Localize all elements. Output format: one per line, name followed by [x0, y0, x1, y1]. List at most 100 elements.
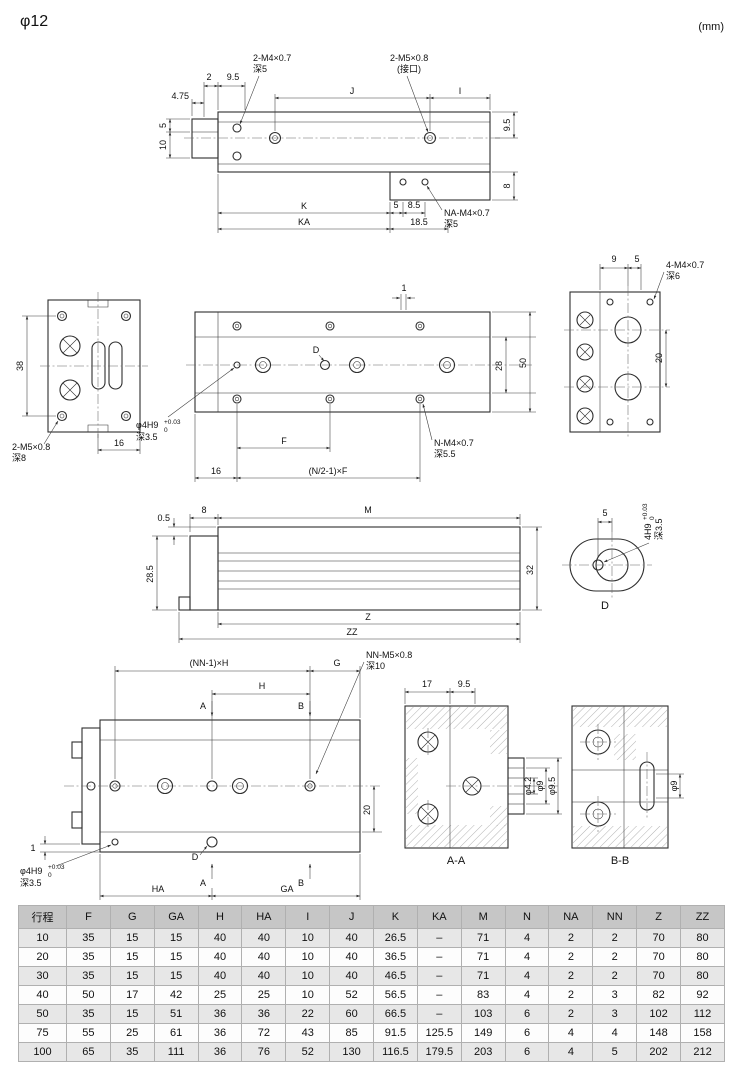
plan-outline — [194, 311, 491, 413]
table-cell: 125.5 — [416, 1023, 462, 1043]
left-side-view: 38 2-M5×0.8 深8 16 — [12, 292, 148, 463]
callout-pin-hole: φ4H9 — [20, 866, 42, 876]
section-aa-title: A-A — [447, 855, 466, 867]
pin-tol-lower: 0 — [48, 872, 52, 879]
bore-size-title: φ12 — [20, 13, 48, 30]
dim-m: M — [364, 505, 372, 515]
table-cell: 82 — [636, 985, 682, 1005]
table-cell: 15 — [153, 947, 199, 967]
table-cell: 15 — [153, 928, 199, 948]
table-cell: 35 — [109, 1042, 155, 1062]
dim-5-offset: 5 — [602, 508, 607, 518]
table-cell: 20 — [18, 947, 67, 967]
callout-4-m4: 4-M4×0.7 — [666, 260, 704, 270]
table-cell: 36 — [197, 1023, 243, 1043]
dim-9: 9 — [611, 254, 616, 264]
table-cell: 100 — [18, 1042, 67, 1062]
table-cell: 92 — [680, 985, 725, 1005]
table-cell: 40 — [241, 947, 287, 967]
dim-18-5: 18.5 — [410, 217, 428, 227]
table-cell: 179.5 — [416, 1042, 462, 1062]
dim-ga: GA — [280, 884, 293, 894]
right-side-view: 9 5 4-M4×0.7 深6 20 — [564, 254, 704, 438]
dim-8-right: 8 — [502, 183, 512, 188]
port-block-outline — [389, 171, 491, 201]
table-cell: 85 — [329, 1023, 375, 1043]
table-cell: 40 — [197, 928, 243, 948]
side-view: 0.5 8 M 28.5 32 Z ZZ — [145, 505, 542, 643]
dim-phi-9: φ9 — [535, 781, 545, 792]
callout-2-m4-depth: 深5 — [253, 64, 267, 74]
table-cell: 40 — [18, 985, 67, 1005]
table-cell: 40 — [197, 966, 243, 986]
dim-2: 2 — [206, 72, 211, 82]
table-cell: 75 — [18, 1023, 67, 1043]
table-header-cell: N — [504, 905, 550, 929]
dim-j: J — [350, 86, 355, 96]
table-cell: 71 — [460, 928, 506, 948]
table-header-cell: NA — [548, 905, 594, 929]
table-cell: 61 — [153, 1023, 199, 1043]
dim-phi-4-2: φ4.2 — [523, 777, 533, 795]
callout-nn-m5: NN-M5×0.8 — [366, 650, 412, 660]
table-header-cell: G — [109, 905, 155, 929]
table-cell: 102 — [636, 1004, 682, 1024]
dim-phi-9: φ9 — [669, 781, 679, 792]
table-cell: 30 — [18, 966, 67, 986]
table-cell: 50 — [66, 985, 111, 1005]
d-hole-label: D — [192, 852, 199, 862]
pin-tol-upper: +0.03 — [48, 864, 65, 871]
dim-20: 20 — [362, 805, 372, 815]
dim-10-left: 10 — [158, 140, 168, 150]
table-cell: 25 — [109, 1023, 155, 1043]
table-header-cell: K — [373, 905, 418, 929]
dim-h: H — [259, 681, 266, 691]
plan-view: 1 D 28 50 φ4H9 +0.03 0 深3.5 F N-M4×0.7 深… — [136, 283, 536, 482]
table-cell: 2 — [548, 1004, 594, 1024]
table-cell: 70 — [636, 928, 682, 948]
dim-0-5: 0.5 — [157, 513, 170, 523]
table-cell: – — [416, 985, 462, 1005]
table-cell: 4 — [504, 928, 550, 948]
section-bb-view: φ9 B-B — [571, 705, 684, 867]
table-header-cell: GA — [153, 905, 199, 929]
dim-ka: KA — [298, 217, 310, 227]
dim-f: F — [281, 436, 287, 446]
table-cell: 15 — [109, 966, 155, 986]
table-cell: 4 — [548, 1042, 594, 1062]
body-outline — [217, 111, 491, 173]
callout-pin-hole: φ4H9 — [136, 420, 158, 430]
table-cell: – — [416, 966, 462, 986]
table-cell: 66.5 — [373, 1004, 418, 1024]
table-cell: 10 — [285, 947, 331, 967]
table-cell: 83 — [460, 985, 506, 1005]
table-cell: 43 — [285, 1023, 331, 1043]
table-cell: 130 — [329, 1042, 375, 1062]
table-cell: 35 — [66, 1004, 111, 1024]
table-cell: 2 — [548, 985, 594, 1005]
dim-9-5-right: 9.5 — [502, 119, 512, 132]
pin-tol-upper: +0.03 — [164, 419, 181, 426]
table-cell: 36 — [197, 1042, 243, 1062]
table-cell: 40 — [329, 966, 375, 986]
table-cell: – — [416, 928, 462, 948]
table-cell: 80 — [680, 928, 725, 948]
callout-port: 2-M5×0.8 — [390, 53, 428, 63]
table-cell: 51 — [153, 1004, 199, 1024]
table-cell: 4 — [504, 947, 550, 967]
dim-phi-9-5: φ9.5 — [547, 777, 557, 795]
table-cell: 4 — [592, 1023, 638, 1043]
table-cell: 5 — [592, 1042, 638, 1062]
dim-k: K — [301, 201, 307, 211]
table-cell: 50 — [18, 1004, 67, 1024]
callout-port-note: (接口) — [397, 63, 421, 74]
table-cell: – — [416, 947, 462, 967]
table-cell: 148 — [636, 1023, 682, 1043]
section-outline — [571, 705, 669, 849]
